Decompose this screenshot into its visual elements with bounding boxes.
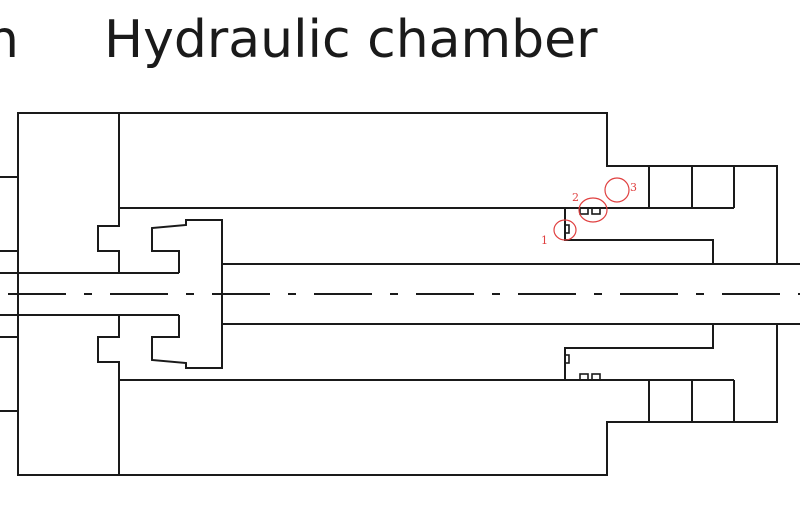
callout-label-2: 2	[572, 191, 579, 204]
callout-circle-3	[604, 177, 630, 203]
upper-half	[0, 112, 800, 295]
callout-circle-1	[553, 219, 577, 241]
callout-label-1: 1	[541, 234, 548, 247]
callout-label-3: 3	[630, 181, 637, 194]
page-title: Hydraulic chamber	[104, 10, 598, 70]
callout-circle-2	[578, 197, 608, 223]
lower-half	[0, 293, 800, 476]
previous-slide-title-fragment: n	[0, 10, 19, 70]
